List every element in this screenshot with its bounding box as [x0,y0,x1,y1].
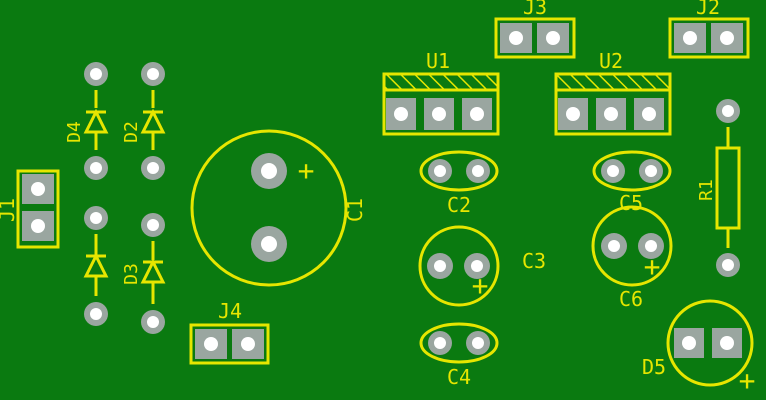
capacitor-c2: C2 [419,150,499,217]
u2-pad-2[interactable] [596,98,626,130]
c6-label: C6 [619,287,643,311]
d5-pad-2[interactable] [712,328,742,358]
regulator-u1: U1 [382,49,500,136]
u1-pad-1[interactable] [386,98,416,130]
c1-plus-mark: + [298,154,315,187]
led-d5: + D5 [642,299,756,397]
j1-pad-1[interactable] [22,174,54,204]
c3-plus-mark: + [472,269,489,302]
j4-pad-1[interactable] [195,329,227,359]
r1-label: R1 [696,179,717,201]
regulator-u2: U2 [554,49,672,136]
u1-pad-2[interactable] [424,98,454,130]
c3-label: C3 [522,249,546,273]
capacitor-c3: + C3 [418,225,546,307]
u2-pad-1[interactable] [558,98,588,130]
j3-pad-1[interactable] [500,23,532,53]
diode-d2: D2 [121,62,166,180]
d2-label: D2 [121,121,142,143]
j2-pad-2[interactable] [711,23,743,53]
u1-label: U1 [426,49,450,73]
capacitor-c4: C4 [419,322,499,389]
j2-label: J2 [696,0,720,19]
j3-pad-2[interactable] [537,23,569,53]
connector-j2: J2 [668,0,750,59]
c4-label: C4 [447,365,471,389]
c5-label: C5 [619,191,643,215]
connector-j1: J1 [0,169,60,249]
d3-label: D3 [121,263,142,285]
d5-label: D5 [642,355,666,379]
c2-label: C2 [447,193,471,217]
connector-j4: J4 [189,299,270,365]
diode-d3: D3 [121,213,166,334]
connector-j3: J3 [494,0,576,59]
capacitor-c1: + C1 [190,129,367,287]
diode-d4: D4 [64,62,109,180]
j4-pad-2[interactable] [232,329,264,359]
capacitor-c5: C5 [592,150,672,215]
d5-pad-1[interactable] [674,328,704,358]
j3-label: J3 [523,0,547,19]
j4-label: J4 [218,299,242,323]
c6-plus-mark: + [644,250,661,283]
u1-pad-3[interactable] [462,98,492,130]
j2-pad-1[interactable] [674,23,706,53]
d5-plus-mark: + [739,364,756,397]
d4-label: D4 [64,121,85,143]
u2-pad-3[interactable] [634,98,664,130]
resistor-r1: R1 [696,99,741,277]
u2-label: U2 [599,49,623,73]
c1-label: C1 [343,198,367,222]
j1-label: J1 [0,198,19,222]
capacitor-c6: + C6 [591,205,673,311]
j1-pad-2[interactable] [22,211,54,241]
diode-d1 [83,206,109,326]
